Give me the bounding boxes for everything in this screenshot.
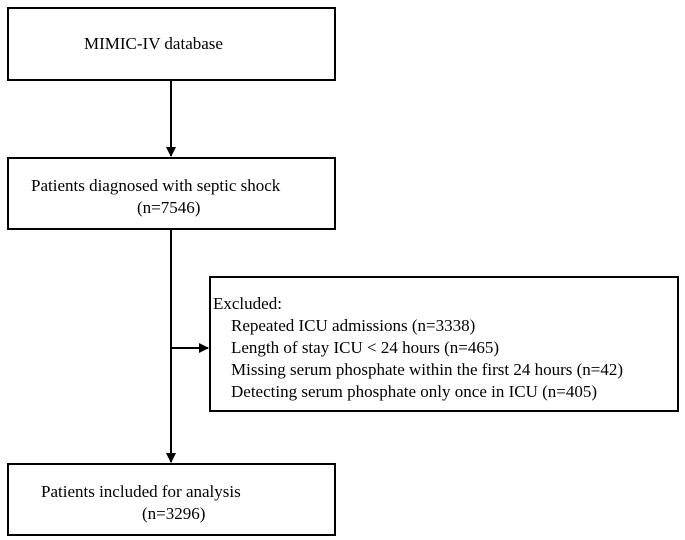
excluded-heading: Excluded: (213, 294, 282, 313)
excluded-box (209, 276, 679, 412)
source-box (7, 7, 336, 81)
excluded-item-missing-phosphate: Missing serum phosphate within the first… (231, 360, 624, 379)
included-box (7, 463, 336, 536)
included-count: (n=3296) (142, 504, 206, 523)
included-title: Patients included for analysis (41, 482, 241, 501)
source-label: MIMIC-IV database (84, 34, 223, 53)
excluded-item-short-stay: Length of stay ICU < 24 hours (n=465) (231, 338, 499, 357)
septic-shock-title: Patients diagnosed with septic shock (31, 176, 281, 195)
septic-shock-count: (n=7546) (137, 198, 201, 217)
septic-shock-box (7, 157, 336, 230)
excluded-item-repeated-admissions: Repeated ICU admissions (n=3338) (231, 316, 476, 335)
excluded-item-single-phosphate: Detecting serum phosphate only once in I… (231, 382, 598, 401)
